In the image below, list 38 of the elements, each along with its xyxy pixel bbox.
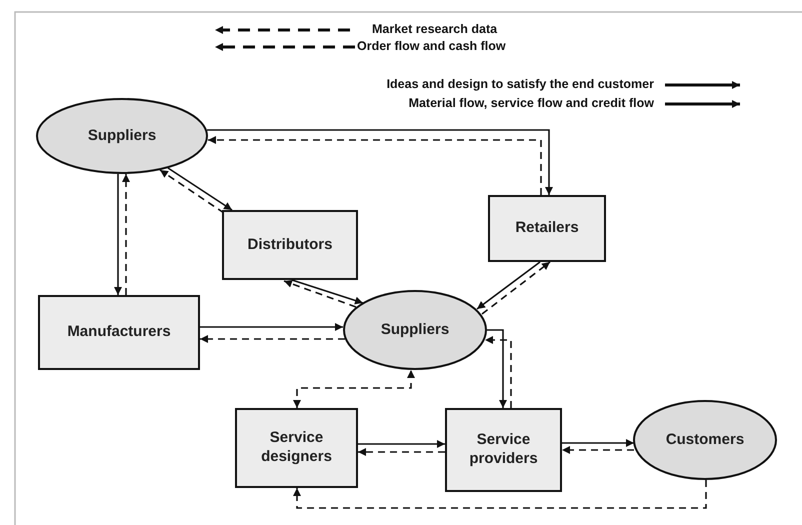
- arrow: [292, 279, 364, 304]
- arrow: [358, 448, 445, 456]
- arrow: [562, 439, 634, 447]
- node-label: Suppliers: [88, 126, 156, 146]
- arrow: [284, 280, 356, 308]
- node-label: Distributors: [247, 236, 332, 254]
- node-label: Retailers: [515, 219, 579, 238]
- process-box: [488, 195, 606, 262]
- arrow: [476, 261, 540, 310]
- ellipse-node: [343, 290, 487, 370]
- ellipse-node: [633, 400, 777, 480]
- process-box: [222, 210, 358, 280]
- arrow: [160, 169, 224, 214]
- arrow: [200, 323, 343, 331]
- arrow: [487, 329, 507, 408]
- arrow: [482, 261, 550, 315]
- arrow: [485, 336, 512, 408]
- node-label: Manufacturers: [67, 323, 171, 342]
- process-box: [445, 408, 562, 492]
- process-box: [38, 295, 200, 370]
- arrow: [114, 174, 122, 295]
- legend-label: Material flow, service flow and credit flow: [408, 96, 654, 110]
- legend-label: Order flow and cash flow: [357, 39, 506, 53]
- arrow: [122, 174, 130, 295]
- arrow: [168, 167, 232, 211]
- node-label: Suppliers: [380, 320, 450, 340]
- legend-label: Market research data: [372, 22, 498, 36]
- node-label: Customers: [666, 430, 744, 450]
- arrow: [293, 480, 707, 509]
- arrow: [200, 335, 345, 343]
- process-box: [235, 408, 358, 488]
- node-label: Service providers: [468, 431, 539, 469]
- arrow: [358, 440, 445, 448]
- arrow: [293, 370, 415, 408]
- arrow: [562, 446, 634, 454]
- node-label: Service designers: [260, 429, 333, 467]
- ellipse-node: [36, 98, 208, 174]
- legend-label: Ideas and design to satisfy the end customer: [386, 77, 654, 91]
